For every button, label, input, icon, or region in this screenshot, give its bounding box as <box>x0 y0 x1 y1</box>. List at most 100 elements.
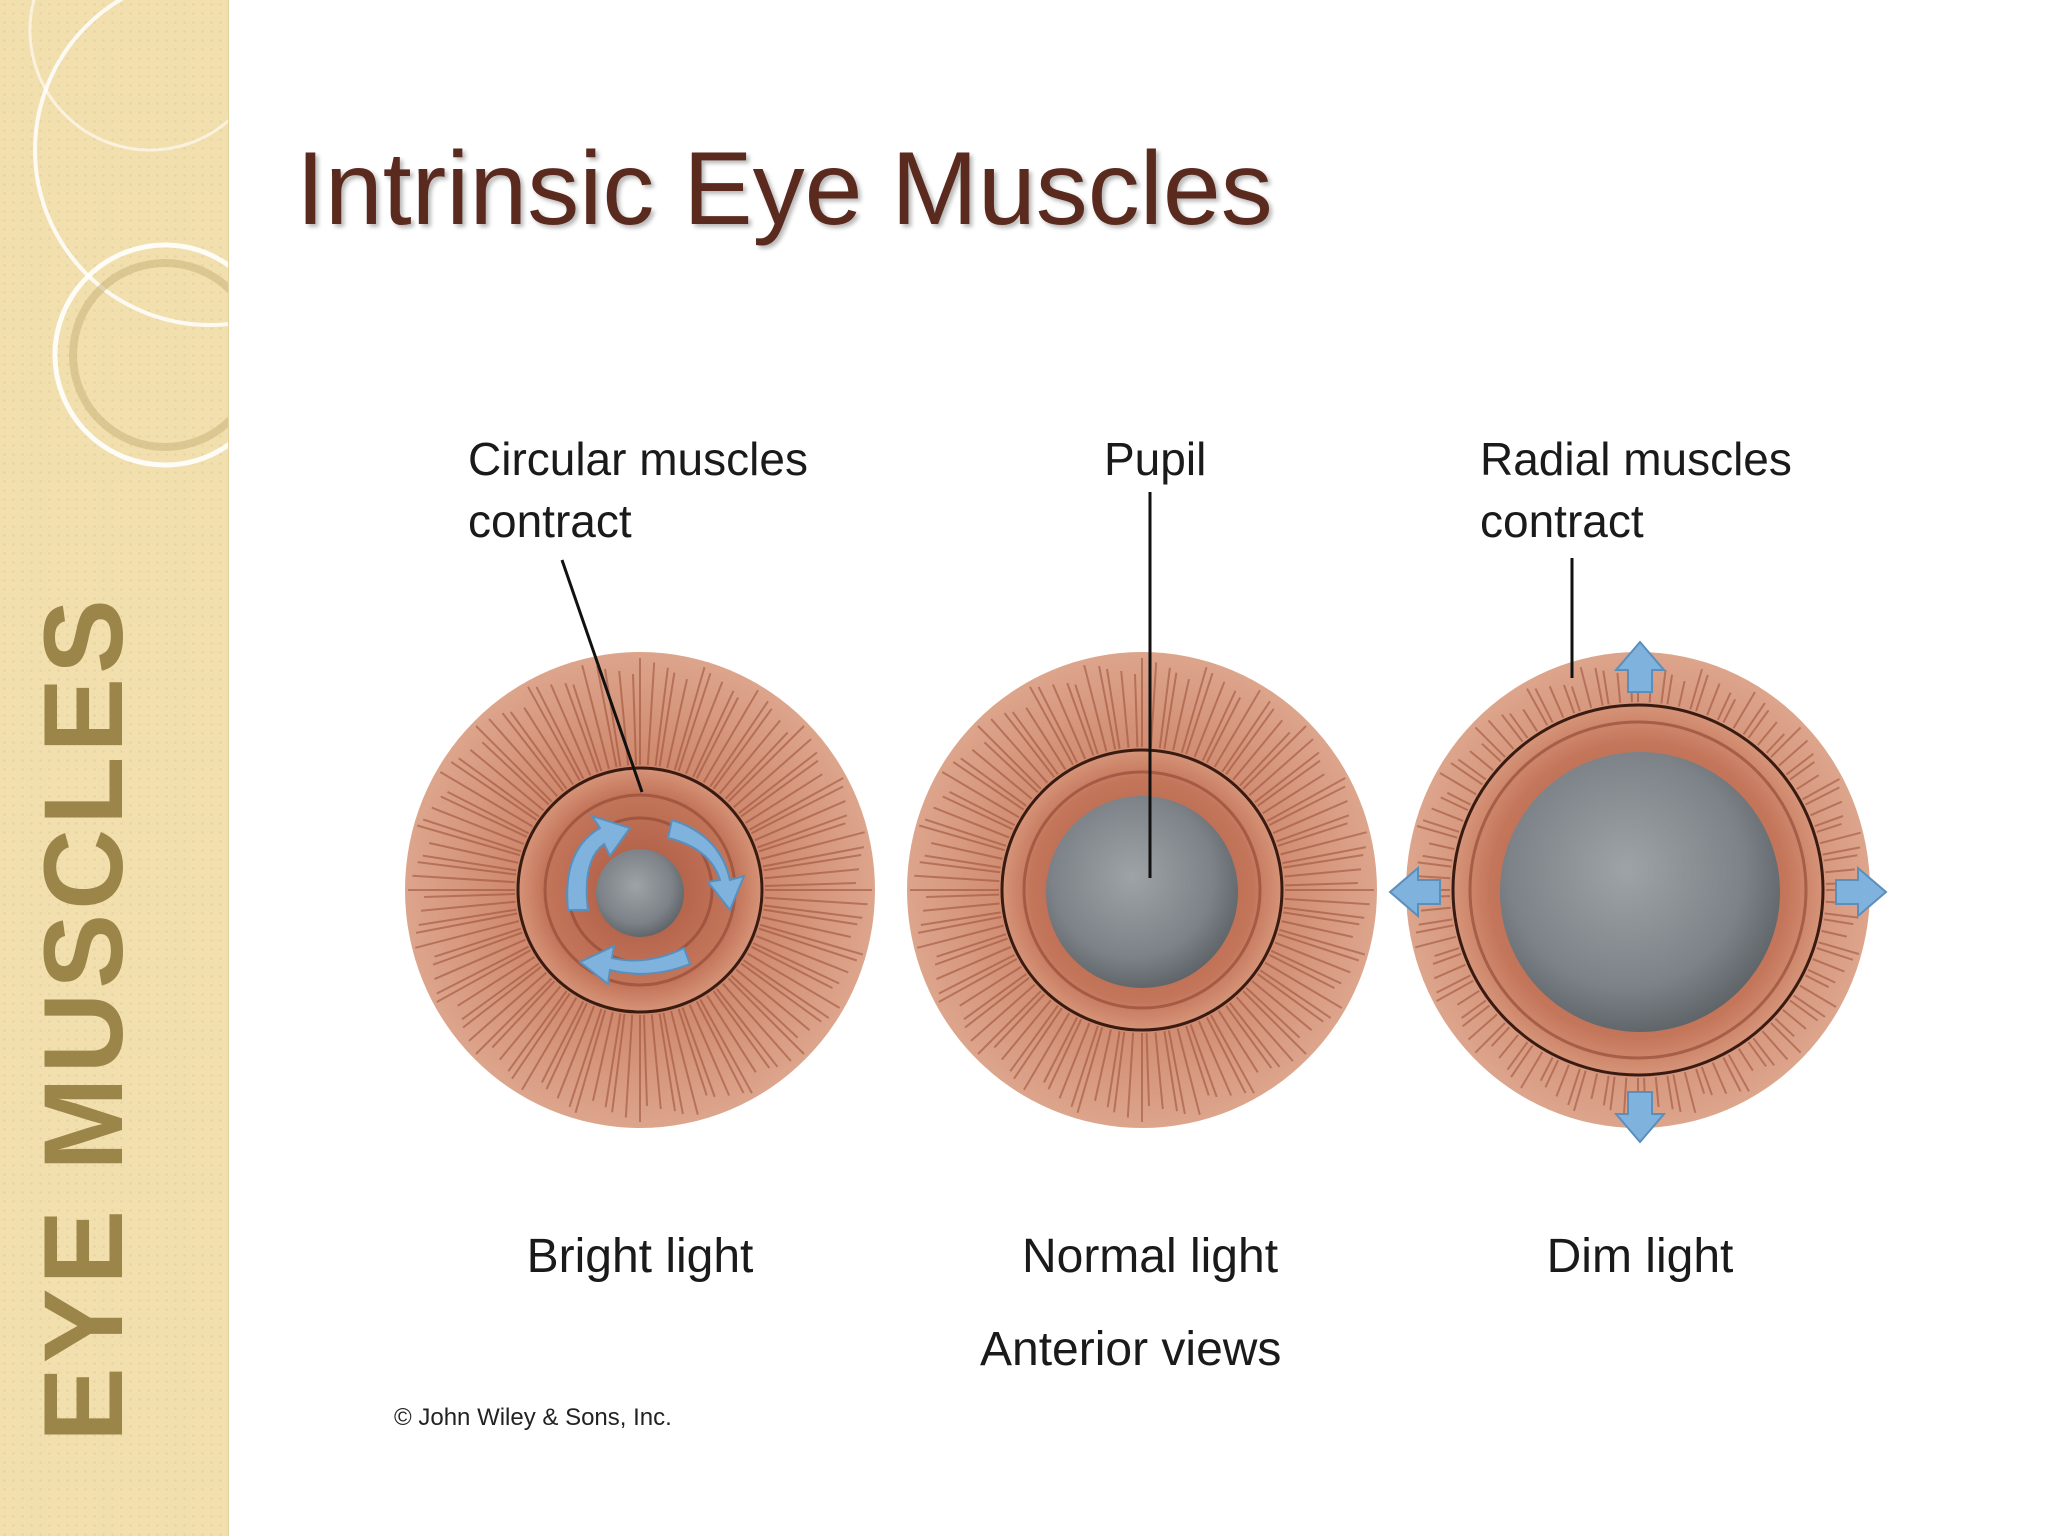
iris-fiber <box>757 814 848 849</box>
sidebar-circles-decoration <box>28 0 228 468</box>
iris-fiber <box>1534 688 1554 723</box>
iris-fiber <box>1281 920 1354 938</box>
iris-fiber <box>1242 990 1307 1055</box>
sidebar: EYE MUSCLES <box>0 0 229 1536</box>
iris-fiber <box>1567 1068 1581 1106</box>
iris-fiber <box>523 707 574 786</box>
iris-fiber <box>468 971 547 1042</box>
iris-fiber <box>432 931 523 966</box>
iris-fiber <box>1570 686 1581 712</box>
iris-fiber <box>1242 725 1307 790</box>
iris-fiber <box>971 749 1033 800</box>
iris-fiber <box>1284 868 1362 878</box>
iris-fiber <box>754 799 846 842</box>
iris-fiber <box>1812 958 1845 973</box>
iris-fiber <box>611 1013 626 1113</box>
iris-fiber <box>596 665 618 768</box>
iris-fiber <box>1805 786 1840 806</box>
iris-fiber <box>1003 712 1055 778</box>
iris-fiber <box>545 1002 588 1090</box>
iris-fiber <box>568 1008 603 1108</box>
iris-fiber <box>759 923 864 956</box>
iris-fiber <box>1025 707 1067 770</box>
iris-fiber <box>422 818 522 853</box>
iris-fiber <box>1822 846 1861 856</box>
iris-fiber <box>1509 713 1529 739</box>
iris-fiber <box>1814 815 1844 828</box>
iris-fiber <box>1415 924 1454 934</box>
iris-fiber <box>1225 708 1275 775</box>
iris-fiber <box>1695 1068 1706 1094</box>
iris-fiber <box>1277 933 1360 962</box>
iris-fiber <box>919 861 1001 874</box>
iris-fiber <box>1284 882 1358 887</box>
iris-fiber <box>917 924 1004 949</box>
iris-fiber <box>920 911 1001 926</box>
iris-fiber <box>763 854 862 872</box>
pupil-small <box>596 849 684 937</box>
iris-fiber <box>1149 662 1158 748</box>
iris-fiber <box>1217 1010 1259 1073</box>
iris-fiber <box>1506 1041 1529 1071</box>
iris-fiber <box>1824 912 1859 919</box>
iris-fiber <box>1106 1031 1121 1108</box>
iris-fiber <box>764 882 856 887</box>
iris-fiber <box>914 874 1000 883</box>
pupil-medium <box>1046 796 1238 988</box>
iris-fiber <box>917 915 1002 934</box>
iris-fiber <box>1706 683 1721 716</box>
iris-fiber <box>475 725 553 803</box>
iris-fiber <box>1490 1026 1511 1047</box>
iris-fiber <box>670 1010 699 1115</box>
label-radial-line2: contract <box>1480 495 1644 547</box>
iris-fiber <box>1722 1057 1742 1092</box>
iris-fiber <box>1816 822 1842 833</box>
iris-fiber <box>1163 1031 1178 1112</box>
iris-fiber <box>1782 1009 1807 1030</box>
iris-fiber <box>1189 1024 1218 1098</box>
iris-fiber <box>1221 700 1271 773</box>
iris-fiber <box>1277 822 1348 847</box>
iris-fiber <box>1257 973 1324 1023</box>
iris-fiber <box>1145 1032 1150 1106</box>
label-radial-line1: Radial muscles <box>1480 433 1792 485</box>
iris-fiber <box>709 700 769 788</box>
circular-arrow-icon <box>578 944 692 986</box>
iris-fiber <box>1434 947 1460 958</box>
iris-fiber <box>1283 906 1365 919</box>
iris-normal-light <box>907 652 1377 1128</box>
iris-fiber <box>963 973 1027 1021</box>
iris-fiber <box>1239 731 1291 787</box>
iris-fiber <box>572 684 603 772</box>
iris-fiber <box>1037 686 1078 764</box>
iris-fiber <box>1474 726 1506 758</box>
iris-diagram <box>405 492 1888 1144</box>
iris-fiber <box>1498 1034 1519 1059</box>
iris-fiber <box>1666 1075 1674 1110</box>
iris-fiber <box>1461 999 1487 1019</box>
iris-fiber <box>1711 1062 1728 1095</box>
iris-fiber <box>418 908 517 926</box>
iris-fiber <box>1456 989 1480 1006</box>
iris-fiber <box>1819 831 1861 845</box>
copyright-notice: © John Wiley & Sons, Inc. <box>394 1404 672 1431</box>
iris-fiber <box>1816 947 1854 961</box>
iris-fiber <box>650 1014 662 1110</box>
iris-fiber <box>1113 1031 1126 1113</box>
iris-fiber <box>688 1004 731 1096</box>
iris-fiber <box>1823 854 1858 862</box>
iris-fiber <box>1742 702 1766 735</box>
iris-fiber <box>507 990 568 1072</box>
iris-fiber <box>499 985 562 1061</box>
iris-fiber <box>481 741 550 806</box>
iris-fiber <box>1432 952 1462 965</box>
iris-bright-light <box>405 652 875 1128</box>
iris-fiber <box>740 759 819 818</box>
iris-fiber <box>1520 1051 1544 1089</box>
iris-fiber <box>1716 692 1732 721</box>
iris-fiber <box>763 904 863 919</box>
iris-fiber <box>658 672 676 767</box>
iris-fiber <box>1799 984 1837 1008</box>
iris-fiber <box>1660 669 1667 704</box>
iris-fiber <box>1761 1030 1789 1061</box>
